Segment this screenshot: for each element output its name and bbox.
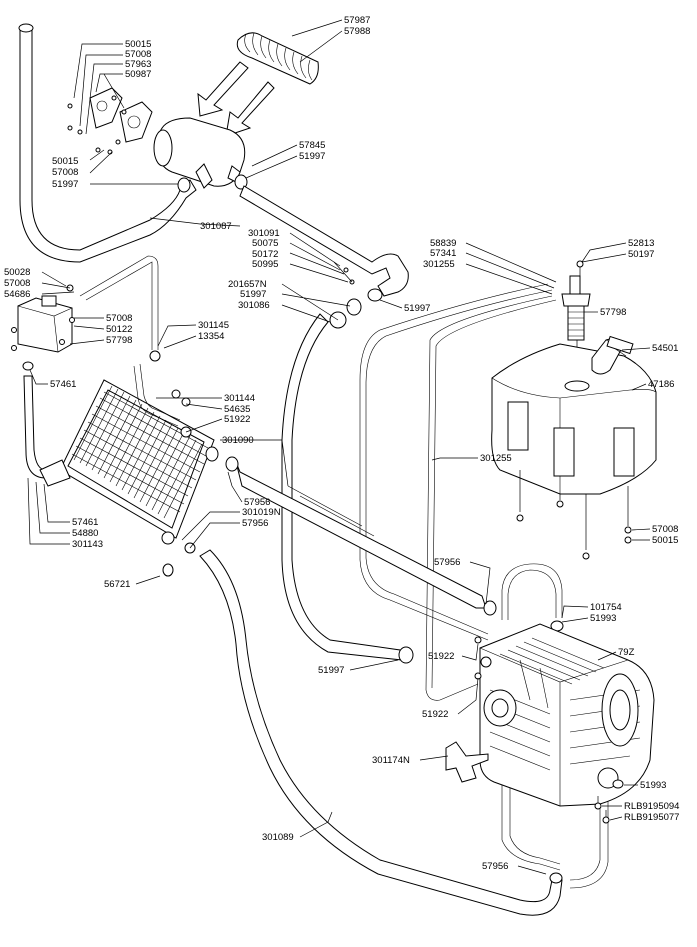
label-54501: 54501: [652, 343, 678, 354]
leader-lines: [27, 19, 651, 875]
label-101754: 101754: [590, 602, 622, 613]
label-54635: 54635: [224, 404, 250, 415]
label-57461: 57461: [50, 379, 76, 390]
label-57987: 57987: [344, 15, 370, 26]
label-301255: 301255: [423, 259, 455, 270]
label-50122: 50122: [106, 324, 132, 335]
label-57008-e: 57008: [652, 524, 678, 535]
label-301174N: 301174N: [372, 755, 410, 766]
label-50015-c: 50015: [652, 535, 678, 546]
label-57341: 57341: [430, 248, 456, 259]
label-52813: 52813: [628, 238, 654, 249]
label-57956-c: 57956: [434, 557, 460, 568]
label-57956-d: 57956: [482, 861, 508, 872]
label-57956: 57956: [244, 497, 270, 508]
label-301255-b: 301255: [480, 453, 512, 464]
label-301019N: 301019N: [242, 507, 281, 518]
expansion-tank: [11, 284, 75, 479]
label-301089: 301089: [262, 832, 294, 843]
label-58839: 58839: [430, 238, 456, 249]
fuel-sender-57798: [561, 260, 591, 378]
label-50015: 50015: [125, 39, 151, 50]
hose-301144: [133, 363, 181, 427]
label-RLB9195077: RLB9195077: [624, 812, 679, 823]
label-51997-d: 51997: [404, 303, 430, 314]
label-50172: 50172: [252, 249, 278, 260]
label-51997-e: 51997: [318, 665, 344, 676]
label-201657N: 201657N: [228, 279, 267, 290]
label-57798: 57798: [600, 307, 626, 318]
label-51993-b: 51993: [640, 780, 666, 791]
hose-301086: [281, 313, 414, 664]
hose-301090: [225, 456, 497, 616]
label-301090: 301090: [222, 435, 254, 446]
label-51922-c: 51922: [422, 709, 448, 720]
label-57461-b: 57461: [72, 517, 98, 528]
hose-301089: [199, 549, 563, 916]
fuel-line-301255: [359, 283, 557, 701]
label-50015-b: 50015: [52, 156, 78, 167]
label-57008: 57008: [125, 49, 151, 60]
overflow-hose-301145: [79, 255, 161, 362]
label-57963: 57963: [125, 59, 151, 70]
label-301145: 301145: [198, 320, 229, 331]
label-51922: 51922: [224, 414, 250, 425]
label-301091: 301091: [248, 228, 280, 239]
label-50197: 50197: [628, 249, 654, 260]
label-50075: 50075: [252, 238, 278, 249]
small-hardware: [333, 261, 355, 285]
label-51997-a: 51997: [52, 179, 78, 190]
bracket-301174N: [445, 741, 489, 783]
intake-duct-301091: [239, 185, 409, 329]
label-57008-b: 57008: [52, 167, 78, 178]
label-301087: 301087: [200, 221, 232, 232]
label-57798-b: 57798: [106, 335, 132, 346]
label-79Z: 79Z: [618, 647, 635, 658]
air-filter-57845: [153, 117, 248, 193]
label-57956-b: 57956: [242, 518, 268, 529]
label-51997-b: 51997: [299, 151, 325, 162]
intake-hose-57987: [236, 32, 319, 85]
label-54686: 54686: [4, 289, 30, 300]
hose-101754: [501, 563, 609, 889]
label-54880: 54880: [72, 528, 98, 539]
label-13354: 13354: [198, 331, 224, 342]
hose-301087: [18, 23, 197, 263]
filter-brackets: [67, 87, 153, 155]
label-301144: 301144: [224, 393, 255, 404]
label-51993: 51993: [590, 613, 616, 624]
label-50028: 50028: [4, 267, 30, 278]
radiator-core-grid: [71, 385, 209, 519]
engine-79Z: [474, 623, 655, 807]
flow-arrows: [197, 61, 275, 137]
label-51997-c: 51997: [240, 289, 266, 300]
radiator: [39, 379, 219, 577]
label-47186: 47186: [648, 379, 674, 390]
label-57845: 57845: [299, 140, 325, 151]
label-301143: 301143: [72, 539, 103, 550]
label-50995: 50995: [252, 259, 278, 270]
fuel-tank-47186: [491, 335, 657, 495]
label-56721: 56721: [104, 579, 130, 590]
part-labels: 57987 57988 50015 57008 57963 50987 5001…: [4, 15, 679, 872]
label-RLB9195094: RLB9195094: [624, 801, 679, 812]
label-57988: 57988: [344, 26, 370, 37]
label-50987: 50987: [125, 69, 151, 80]
label-57008-c: 57008: [4, 278, 30, 289]
tank-fasteners: [516, 470, 632, 560]
label-57008-d: 57008: [106, 313, 132, 324]
label-51922-b: 51922: [428, 651, 454, 662]
engine-fasteners: [594, 779, 624, 824]
label-301086: 301086: [238, 300, 270, 311]
